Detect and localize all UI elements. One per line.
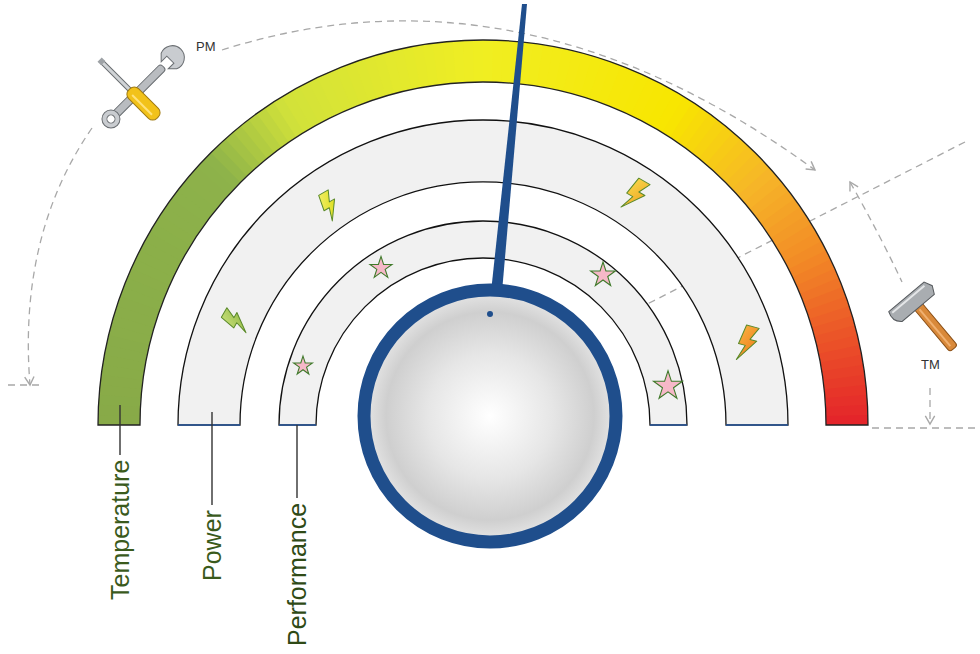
star-icon [370, 256, 392, 277]
dashed-line [872, 427, 975, 428]
band-label: Power [198, 510, 227, 581]
hammer-icon [888, 280, 972, 367]
lightning-icon [619, 177, 651, 215]
dashed-line [8, 384, 40, 385]
band-label: Temperature [106, 460, 135, 600]
band-end [650, 424, 687, 426]
temperature-segment [826, 415, 868, 425]
lightning-icon [220, 307, 253, 334]
star-icon [591, 262, 616, 286]
band-label: Performance [283, 503, 312, 646]
icon-label: TM [921, 358, 940, 373]
dashed-arrow [850, 182, 902, 282]
gauge-needle [491, 4, 527, 292]
leader-line [211, 412, 212, 505]
icon-label: PM [196, 40, 216, 55]
dashed-arrow [929, 388, 930, 424]
band-end [178, 424, 240, 426]
leader-lines [120, 405, 297, 505]
tools-icon [95, 41, 190, 134]
temperature-segment [473, 40, 485, 82]
leader-line [296, 425, 297, 498]
lightning-icon [316, 189, 343, 222]
leader-line [119, 405, 120, 455]
gauge-knob [364, 290, 616, 542]
lightning-icon [734, 324, 760, 363]
band-end [726, 424, 788, 426]
star-icon [654, 371, 683, 399]
dashed-arrow [28, 128, 92, 385]
star-icon [294, 356, 313, 374]
